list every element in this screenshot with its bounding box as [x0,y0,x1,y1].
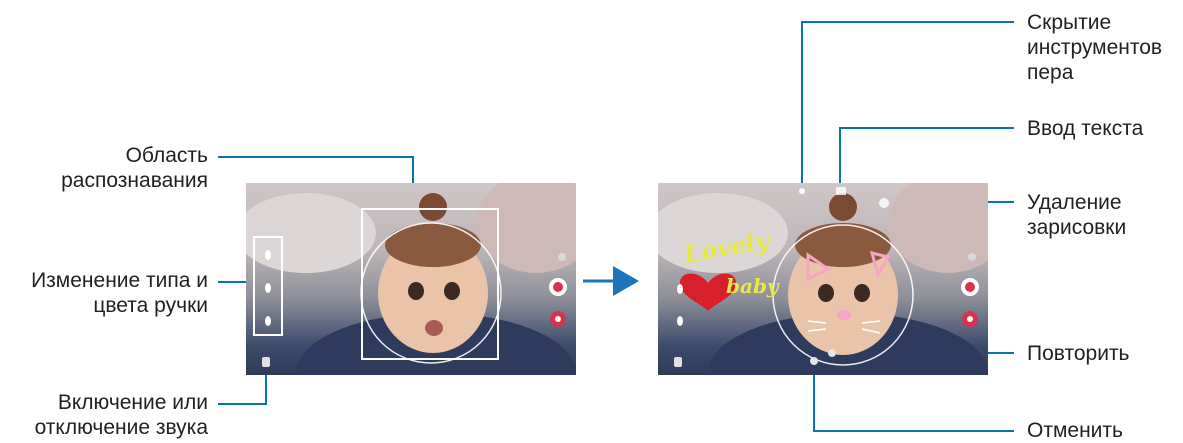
delete-sketch-icon [879,198,889,208]
label-undo: Отменить [1027,419,1123,442]
camera-preview-left [246,183,576,375]
text-input-icon [836,187,846,195]
label-pen-type-color: Изменение типа и цвета ручки [31,269,208,317]
doodle-ear-left [806,252,831,282]
pen-icon-2 [265,283,271,293]
camera-preview-left-art [246,183,576,375]
undo-icon [810,357,818,365]
pen-icon-1 [677,284,683,294]
label-redo: Повторить [1027,342,1130,365]
callout-line-hide-tools [801,21,1014,188]
pen-toolbar-frame [253,236,283,336]
label-sound-toggle: Включение или отключение звука [34,391,208,439]
recognition-circle [772,224,914,366]
label-hide-pen-tools: Скрытие инструментов пера [1027,11,1163,84]
doodle-text-baby: baby [726,274,780,298]
pen-icon-3 [265,316,271,326]
recognition-frame [361,208,499,360]
pen-icon-2 [677,316,683,326]
redo-icon [828,349,836,357]
camera-preview-right: Lovely baby [658,183,988,375]
doodle-ear-right [869,250,891,279]
flip-camera-icon [968,253,976,261]
sound-icon [262,357,270,367]
hide-tools-icon [799,188,805,194]
right-arrow-icon [583,266,639,296]
label-delete-sketch: Удаление зарисовки [1027,191,1127,239]
pen-icon-1 [265,250,271,260]
label-recognition-area: Область распознавания [61,144,208,192]
camera-preview-right-art: Lovely baby [658,183,988,375]
sound-icon [674,357,682,367]
flip-camera-icon [558,253,566,261]
label-text-input: Ввод текста [1027,117,1144,140]
doodle-heart [679,273,737,311]
callout-line-text-input [839,127,1014,188]
callout-line-undo [813,362,1014,432]
